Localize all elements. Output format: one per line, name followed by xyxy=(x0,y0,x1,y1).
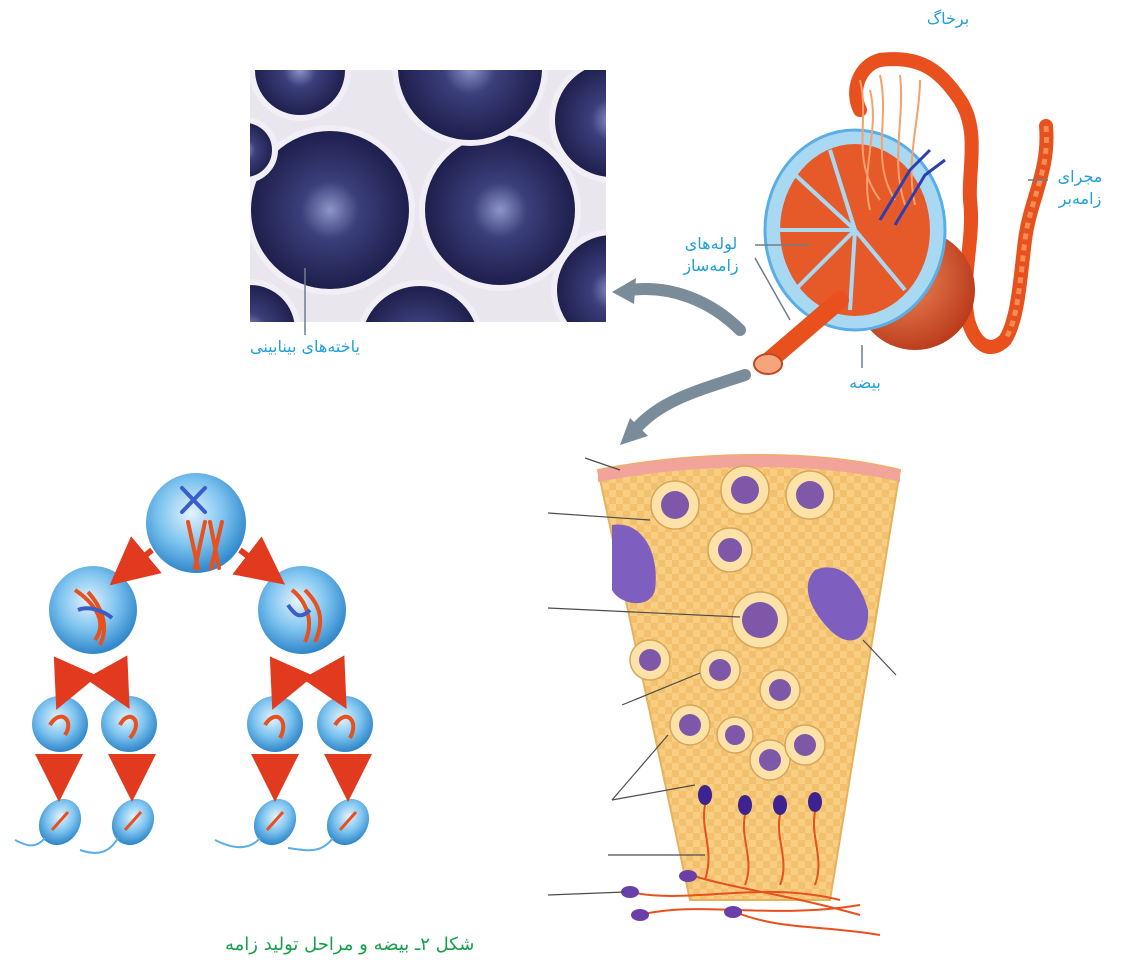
label-interstitial-cells: یاخته‌های بینابینی xyxy=(230,336,380,358)
pointer-arrows xyxy=(630,289,745,430)
label-epididymis: برخاگ xyxy=(918,8,978,30)
tissue-section xyxy=(598,455,900,900)
label-vas-deferens-line1: مجرای xyxy=(1050,166,1110,188)
meiosis-diagram xyxy=(15,473,377,853)
testis-illustration xyxy=(754,59,1047,374)
label-vas-deferens-line2: زامه‌بر xyxy=(1050,188,1110,210)
label-seminiferous-line1: لوله‌های xyxy=(666,233,756,255)
arrowhead-upper xyxy=(612,278,636,304)
label-testis: بیضه xyxy=(835,372,895,394)
label-seminiferous-line2: زامه‌ساز xyxy=(666,255,756,277)
figure-caption: شکل ۲ـ بیضه و مراحل تولید زامه xyxy=(225,934,474,955)
